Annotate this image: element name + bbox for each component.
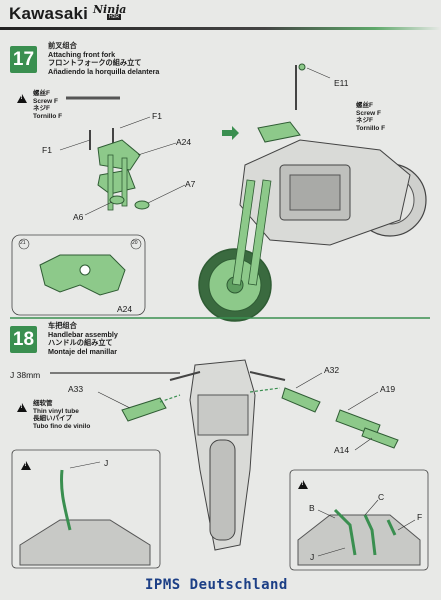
warning-icon (298, 480, 308, 489)
step-18-title-es: Montaje del manillar (48, 346, 118, 356)
step-17-title-jp: フロントフォークの組み立て (48, 58, 142, 67)
part-label-e11: E11 (334, 78, 349, 88)
legend-jp: ネジF (356, 117, 373, 124)
detail-box-right (289, 469, 429, 571)
step-17-title-es: Añadiendo la horquilla delantera (48, 66, 160, 76)
part-label-a19: A19 (380, 384, 396, 394)
part-label-b: B (309, 503, 315, 513)
detail-box-left (11, 449, 161, 569)
screw-f-legend: 螺丝F Screw F ネジF Tornillo F (33, 90, 62, 120)
motorcycle-side-view (198, 63, 427, 322)
detail-mark-21: 21 (20, 240, 26, 246)
step-17-title: 前叉组合 Attaching front fork フロントフォークの組み立て … (48, 41, 160, 76)
step-17-number: 17 (10, 46, 37, 73)
tube-length-label: J 38mm (10, 370, 41, 380)
part-label-f1: F1 (152, 111, 162, 121)
right-handlebar-parts (249, 372, 399, 451)
part-label-a7: A7 (185, 179, 196, 189)
part-label-a24: A24 (176, 137, 192, 147)
part-label-a32: A32 (324, 365, 340, 375)
fork-exploded-view (59, 116, 186, 216)
legend-jp: 長細いパイプ (33, 415, 72, 422)
legend-es: Tornillo F (356, 124, 386, 132)
screw-f-legend-right: 螺丝F Screw F ネジF Tornillo F (356, 102, 385, 132)
step-18-title: 车把组合 Handlebar assembly ハンドルの組み立て Montaj… (48, 321, 118, 356)
legend-jp: ネジF (33, 105, 50, 112)
step-17-title-en: Attaching front fork (48, 49, 116, 59)
part-label-j: J (104, 458, 109, 468)
part-label-j: J (310, 552, 315, 562)
legend-es: Tubo fino de vinilo (33, 422, 91, 430)
legend-cn: 螺丝F (356, 102, 373, 109)
model-badge: H2R (107, 14, 122, 20)
legend-en: Screw F (356, 109, 381, 117)
left-handlebar-parts (97, 391, 181, 422)
assembly-arrow (222, 126, 239, 140)
legend-cn: 螺丝F (33, 90, 50, 97)
warning-icon (17, 403, 27, 412)
step-17-title-cn: 前叉组合 (48, 41, 77, 50)
part-label-a6: A6 (73, 212, 84, 222)
brand-logo: Kawasaki (9, 4, 89, 23)
part-label-f1: F1 (42, 145, 52, 155)
part-label-c: C (378, 492, 385, 502)
legend-cn: 细软管 (33, 400, 53, 407)
detail-mark-20: 20 (132, 240, 138, 246)
step-18-title-en: Handlebar assembly (48, 329, 118, 339)
motorcycle-front-view (169, 359, 286, 551)
part-label-a33: A33 (68, 384, 84, 394)
part-label-f: F (417, 512, 423, 522)
model-logo: Ninja (93, 3, 127, 16)
tube-legend: 细软管 Thin vinyl tube 長細いパイプ Tubo fino de … (33, 400, 90, 430)
part-label-a24-detail: A24 (117, 304, 133, 314)
legend-es: Tornillo F (33, 112, 63, 120)
warning-icon (21, 461, 31, 470)
header-divider (0, 27, 441, 30)
step-18-title-jp: ハンドルの組み立て (48, 338, 113, 347)
legend-en: Thin vinyl tube (33, 407, 79, 415)
watermark: IPMS Deutschland (145, 577, 288, 593)
legend-en: Screw F (33, 97, 58, 105)
a24-detail-callout (11, 234, 146, 316)
part-label-a14: A14 (334, 445, 350, 455)
warning-icon (17, 94, 27, 103)
step-18-title-cn: 车把组合 (48, 321, 77, 330)
step-18-number: 18 (10, 326, 37, 353)
